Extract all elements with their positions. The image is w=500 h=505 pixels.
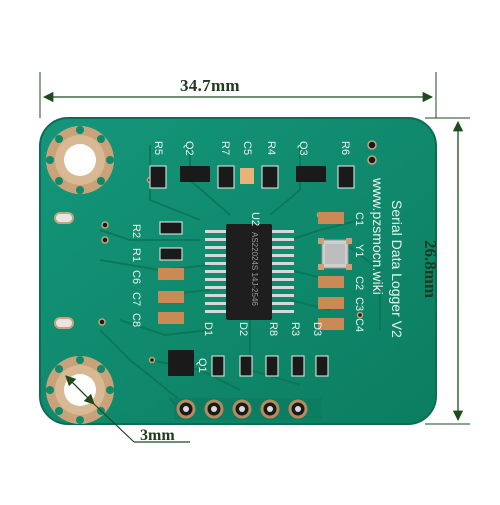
mounting-hole-top (46, 126, 114, 194)
silk-c5: C5 (241, 141, 253, 155)
silk-c8: C8 (130, 313, 142, 327)
silk-c7: C7 (130, 292, 142, 306)
header-pins (174, 398, 322, 420)
silk-c4: C4 (353, 318, 365, 332)
u2-label: U2 (249, 212, 261, 226)
smd-components (149, 165, 355, 377)
width-dimension (39, 72, 437, 118)
silk-c2: C2 (353, 276, 365, 290)
silk-c1: C1 (353, 212, 365, 226)
board-website: www.pzsmocn.wiki (370, 177, 386, 295)
silk-d1: D1 (202, 322, 214, 336)
width-dimension-label: 34.7mm (180, 76, 240, 95)
silk-r8: R8 (267, 322, 279, 336)
silk-q2: Q2 (183, 141, 195, 156)
crystal-y1 (318, 238, 352, 270)
silk-r1: R1 (130, 248, 142, 262)
silk-d3: D3 (311, 322, 323, 336)
hole-dimension-label: 3mm (140, 427, 175, 444)
silk-q3: Q3 (297, 141, 309, 156)
silk-labels: R5 Q2 R7 C5 R4 Q3 R6 R2 R1 C6 C7 C8 C1 Y… (130, 141, 405, 373)
silk-y1: Y1 (353, 244, 365, 257)
silk-r6: R6 (339, 141, 351, 155)
slot-lower (54, 317, 74, 329)
silk-r3: R3 (289, 322, 301, 336)
silk-r7: R7 (219, 141, 231, 155)
height-dimension (425, 117, 470, 425)
silk-r2: R2 (130, 224, 142, 238)
silk-c6: C6 (130, 270, 142, 284)
silk-c3: C3 (353, 297, 365, 311)
hole-dimension (65, 375, 190, 443)
main-chip-u2: AS22024S 14J-2546 (205, 224, 294, 320)
height-dimension-label: 26.8mm (421, 240, 440, 299)
slot-upper (54, 212, 74, 224)
chip-marking: AS22024S 14J-2546 (250, 232, 259, 306)
board-title: Serial Data Logger V2 (389, 200, 405, 338)
silk-d2: D2 (237, 322, 249, 336)
silk-r5: R5 (152, 141, 164, 155)
silk-r4: R4 (265, 141, 277, 155)
silk-q1: Q1 (196, 358, 208, 373)
